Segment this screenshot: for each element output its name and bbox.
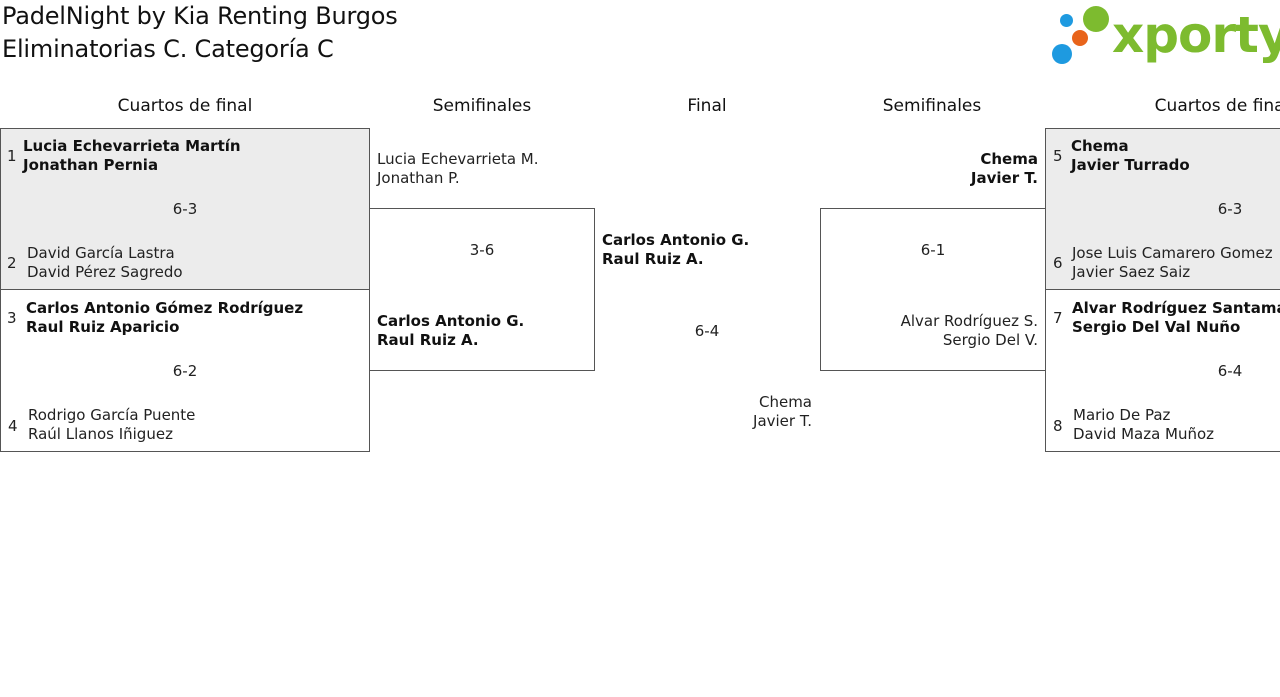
player-name: Chema	[980, 150, 1038, 168]
round-header-right-quarterfinals: Cuartos de final	[1154, 96, 1280, 116]
player-name: Javier Saez Saiz	[1072, 263, 1191, 281]
match-score: 6-2	[172, 362, 198, 380]
match-score: 6-3	[172, 200, 198, 218]
seed-number: 8	[1053, 417, 1063, 435]
player-name: Raul Ruiz A.	[377, 331, 479, 349]
player-name: Carlos Antonio G.	[602, 231, 750, 249]
match-right-semi[interactable]: 6-1 Alvar Rodríguez S. Sergio Del V.	[820, 208, 1046, 371]
player-name: Jonathan Pernia	[23, 156, 159, 174]
left-semi-team-a: Lucia Echevarrieta M. Jonathan P.	[377, 150, 539, 188]
player-name: Chema	[1071, 137, 1129, 155]
player-name: Sergio Del V.	[942, 331, 1038, 349]
seed-number: 1	[7, 147, 17, 165]
player-name: Raúl Llanos Iñiguez	[28, 425, 173, 443]
xporty-logo[interactable]: xporty	[1050, 4, 1280, 66]
seed-number: 5	[1053, 147, 1063, 165]
player-name: Rodrigo García Puente	[28, 406, 196, 424]
logo-dot-blue	[1060, 14, 1073, 27]
player-name: Javier T.	[753, 412, 812, 430]
player-name: Lucia Echevarrieta M.	[377, 150, 539, 168]
player-name: Javier T.	[970, 169, 1038, 187]
player-name: Sergio Del Val Nuño	[1072, 318, 1241, 336]
round-header-right-semifinals: Semifinales	[882, 96, 982, 116]
match-right-qf-2[interactable]: 7 Alvar Rodríguez Santamaría Sergio Del …	[1045, 289, 1280, 452]
player-name: David Maza Muñoz	[1073, 425, 1215, 443]
match-left-semi[interactable]: 3-6 Carlos Antonio G. Raul Ruiz A.	[369, 208, 595, 371]
page-subtitle: Eliminatorias C. Categoría C	[2, 35, 334, 63]
player-name: Jonathan P.	[377, 169, 460, 187]
right-semi-team-winner: Chema Javier T.	[900, 150, 1038, 188]
seed-number: 6	[1053, 254, 1063, 272]
team-winner: Carlos Antonio G. Raul Ruiz A.	[377, 312, 524, 350]
match-score: 6-3	[1217, 200, 1243, 218]
player-name: Alvar Rodríguez S.	[900, 312, 1038, 330]
player-name: Alvar Rodríguez Santamaría	[1072, 299, 1280, 317]
player-name: Carlos Antonio G.	[377, 312, 525, 330]
player-name: Carlos Antonio Gómez Rodríguez	[26, 299, 304, 317]
player-name: Jose Luis Camarero Gomez	[1072, 244, 1273, 262]
logo-dot-orange	[1072, 30, 1088, 46]
final-score: 6-4	[694, 322, 720, 340]
player-name: Raul Ruiz A.	[602, 250, 704, 268]
team-loser: Rodrigo García Puente Raúl Llanos Iñigue…	[28, 406, 195, 444]
seed-number: 4	[8, 417, 18, 435]
round-header-left-quarterfinals: Cuartos de final	[117, 96, 253, 116]
player-name: David García Lastra	[27, 244, 175, 262]
team-winner: Alvar Rodríguez Santamaría Sergio Del Va…	[1072, 299, 1280, 337]
player-name: Raul Ruiz Aparicio	[26, 318, 180, 336]
match-score: 3-6	[469, 241, 495, 259]
match-left-qf-2[interactable]: 3 Carlos Antonio Gómez Rodríguez Raul Ru…	[0, 289, 370, 452]
match-score: 6-1	[920, 241, 946, 259]
logo-text: xporty	[1112, 6, 1280, 64]
final-team-winner: Carlos Antonio G. Raul Ruiz A.	[602, 231, 749, 269]
player-name: Chema	[758, 393, 812, 411]
player-name: Lucia Echevarrieta Martín	[23, 137, 241, 155]
logo-dot-green	[1083, 6, 1109, 32]
match-left-qf-1[interactable]: 1 Lucia Echevarrieta Martín Jonathan Per…	[0, 128, 370, 290]
final-team-runner-up: Chema Javier T.	[740, 393, 812, 431]
team-loser: David García Lastra David Pérez Sagredo	[27, 244, 183, 282]
player-name: Mario De Paz	[1073, 406, 1171, 424]
team-loser: Mario De Paz David Maza Muñoz	[1073, 406, 1214, 444]
page-title: PadelNight by Kia Renting Burgos	[2, 2, 398, 30]
logo-dot-blue-large	[1052, 44, 1072, 64]
team-winner: Carlos Antonio Gómez Rodríguez Raul Ruiz…	[26, 299, 303, 337]
match-right-qf-1[interactable]: 5 Chema Javier Turrado 6-3 6 Jose Luis C…	[1045, 128, 1280, 290]
player-name: Javier Turrado	[1071, 156, 1190, 174]
seed-number: 2	[7, 254, 17, 272]
seed-number: 7	[1053, 309, 1063, 327]
team-winner: Lucia Echevarrieta Martín Jonathan Perni…	[23, 137, 241, 175]
match-score: 6-4	[1217, 362, 1243, 380]
seed-number: 3	[7, 309, 17, 327]
round-header-left-semifinals: Semifinales	[432, 96, 532, 116]
team-winner: Chema Javier Turrado	[1071, 137, 1190, 175]
round-header-final: Final	[687, 96, 727, 116]
player-name: David Pérez Sagredo	[27, 263, 183, 281]
team-loser: Jose Luis Camarero Gomez Javier Saez Sai…	[1072, 244, 1273, 282]
team-loser: Alvar Rodríguez S. Sergio Del V.	[881, 312, 1038, 350]
